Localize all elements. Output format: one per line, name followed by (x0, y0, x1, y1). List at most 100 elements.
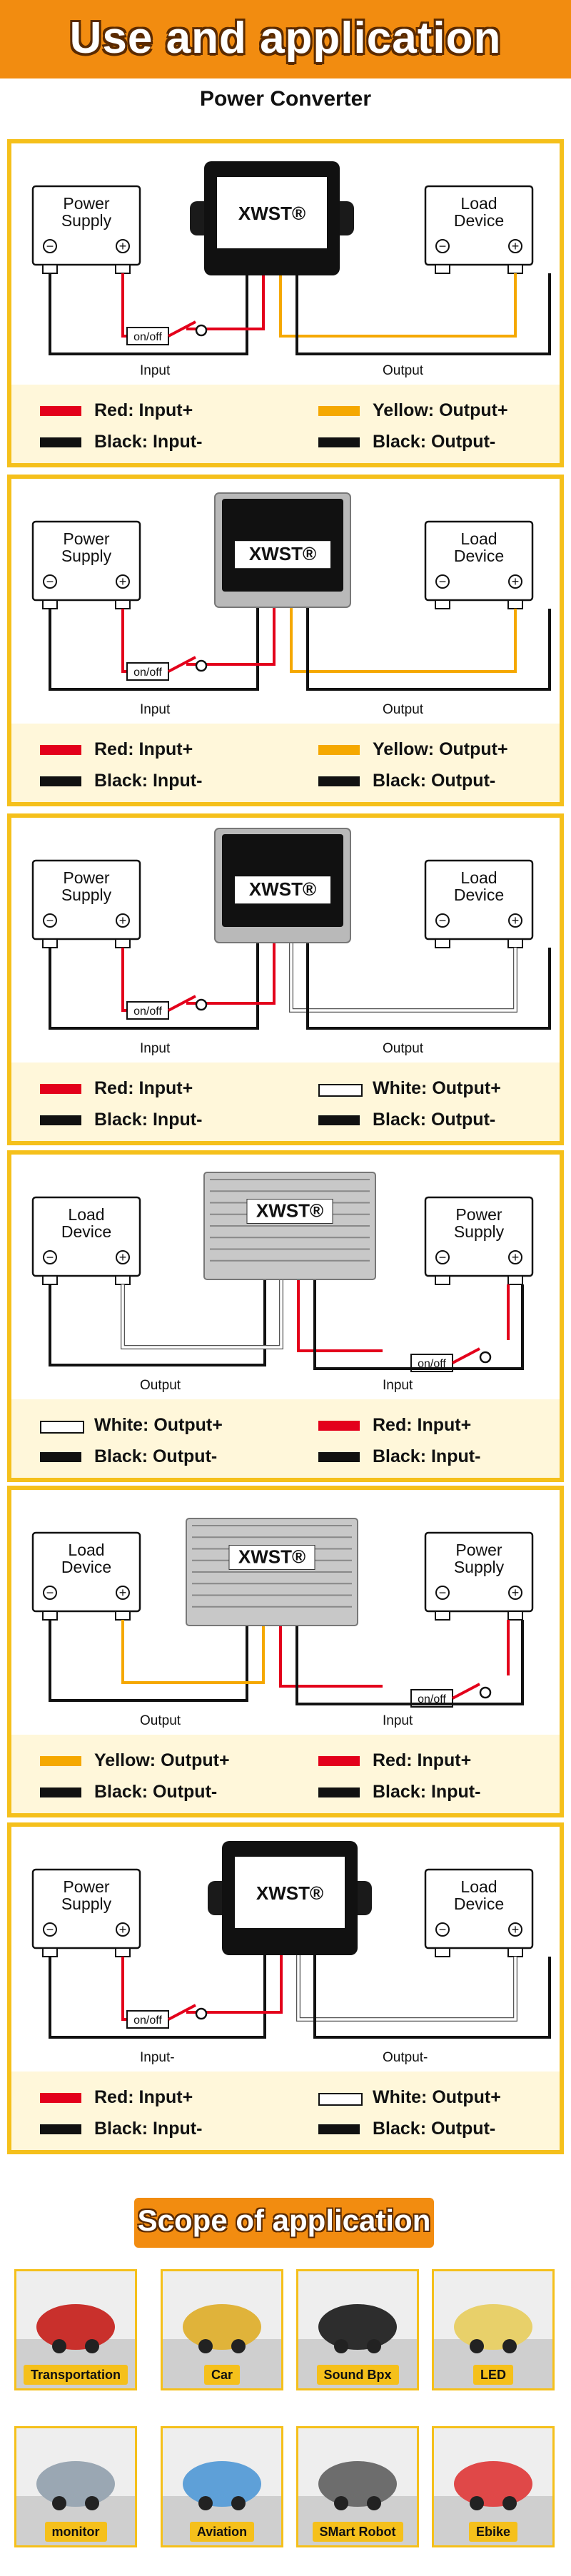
wire-legend: Red: Input+Yellow: Output+Black: Input-B… (11, 385, 560, 463)
power-supply-box-minus-sign: − (439, 1586, 447, 1600)
legend-entry: Red: Input+ (94, 739, 193, 759)
wire-legend: Red: Input+White: Output+Black: Input-Bl… (11, 2072, 560, 2150)
application-image (16, 2428, 135, 2545)
load-device-box-label-2: Device (61, 1222, 111, 1241)
legend-entry: Black: Input- (373, 1782, 481, 1802)
on-off-switch-pivot-icon (195, 2007, 208, 2020)
power-supply-box-minus-sign: − (46, 1922, 54, 1937)
input-plus-wire-left (121, 948, 126, 1012)
load-device-box-plus-icon (508, 913, 522, 928)
input-minus-wire (313, 1279, 524, 1370)
input-minus-wire (49, 943, 259, 1030)
on-off-switch-label: on/off (133, 331, 162, 343)
application-illustration (454, 2304, 532, 2350)
application-label: SMart Robot (312, 2522, 403, 2542)
load-device-box-plus-sign: + (512, 574, 520, 589)
load-device-box-minus-icon (43, 1250, 57, 1264)
load-device-box-plus-sign: + (512, 913, 520, 928)
output-label: Output (140, 1378, 181, 1393)
power-supply-box-label-2: Supply (61, 1895, 112, 1913)
legend-swatch (318, 1115, 360, 1125)
load-device-box-minus-sign: − (439, 1922, 447, 1937)
load-device-box-minus-icon (43, 1586, 57, 1600)
power-supply-box-label-1: Power (63, 1877, 110, 1896)
on-off-switch-label: on/off (133, 1005, 162, 1018)
application-illustration (36, 2461, 115, 2507)
input-plus-wire (186, 1955, 283, 2014)
power-supply-box-plus-icon (116, 913, 130, 928)
legend-entry: Black: Output- (94, 1782, 218, 1802)
application-illustration (183, 2461, 261, 2507)
power-supply-box-plus-sign: + (119, 239, 127, 253)
power-supply-box-label-2: Supply (454, 1222, 505, 1241)
power-supply-box-plus-sign: + (119, 574, 127, 589)
legend-entry: White: Output+ (94, 1415, 223, 1435)
output-plus-wire (290, 943, 517, 1012)
legend-swatch (40, 1421, 84, 1434)
legend-swatch (318, 2093, 363, 2106)
legend-entry: Black: Output- (94, 1446, 218, 1466)
load-device-box-plus-sign: + (512, 239, 520, 253)
on-off-switch-lever (168, 320, 196, 338)
application-card: Car (161, 2269, 283, 2390)
output-minus-wire (295, 273, 551, 355)
legend-swatch (318, 1452, 360, 1462)
on-off-switch-lever (168, 656, 196, 673)
input-minus-wire (49, 273, 248, 355)
legend-entry: Red: Input+ (94, 1078, 193, 1098)
input-label: Input (140, 1041, 171, 1056)
application-label: Sound Bpx (316, 2365, 399, 2385)
legend-entry: Red: Input+ (94, 400, 193, 420)
power-supply-box-minus-sign: − (46, 913, 54, 928)
on-off-switch-lever (452, 1347, 480, 1364)
application-illustration (36, 2304, 115, 2350)
load-device-box-label-2: Device (454, 547, 504, 565)
power-converter-device-brand: XWST® (249, 878, 316, 900)
output-label: Output (383, 363, 424, 378)
power-supply-box-minus-icon (435, 1586, 450, 1600)
application-image (434, 2428, 552, 2545)
load-device-box-label-1: Load (460, 1877, 497, 1896)
power-supply-box-plus-icon (508, 1250, 522, 1264)
legend-entry: Black: Input- (94, 432, 203, 452)
power-supply-box-plus-icon (116, 574, 130, 589)
input-label: Input (140, 363, 171, 378)
power-supply-box-minus-sign: − (46, 574, 54, 589)
power-converter-device-brand: XWST® (249, 543, 316, 564)
load-device-box-label-1: Load (460, 529, 497, 548)
scope-title: Scope of application (137, 2204, 431, 2237)
legend-entry: White: Output+ (373, 2087, 501, 2107)
power-supply-box-label-2: Supply (61, 211, 112, 230)
application-card: LED (432, 2269, 555, 2390)
legend-swatch (318, 1756, 360, 1766)
load-device-box-minus-icon (435, 913, 450, 928)
legend-swatch (40, 776, 81, 786)
load-device-box-minus-icon (435, 239, 450, 253)
legend-swatch (318, 406, 360, 416)
application-illustration (183, 2304, 261, 2350)
application-card: Sound Bpx (296, 2269, 419, 2390)
legend-entry: Black: Input- (94, 771, 203, 791)
load-device-box-minus-icon (435, 574, 450, 589)
legend-swatch (40, 2093, 81, 2103)
load-device-box-plus-sign: + (119, 1586, 127, 1600)
power-supply-box-minus-sign: − (46, 239, 54, 253)
application-card: SMart Robot (296, 2426, 419, 2547)
on-off-switch-label: on/off (133, 666, 162, 679)
output-minus-wire (306, 943, 551, 1030)
on-off-switch-label: on/off (418, 1358, 446, 1370)
application-card: monitor (14, 2426, 137, 2547)
